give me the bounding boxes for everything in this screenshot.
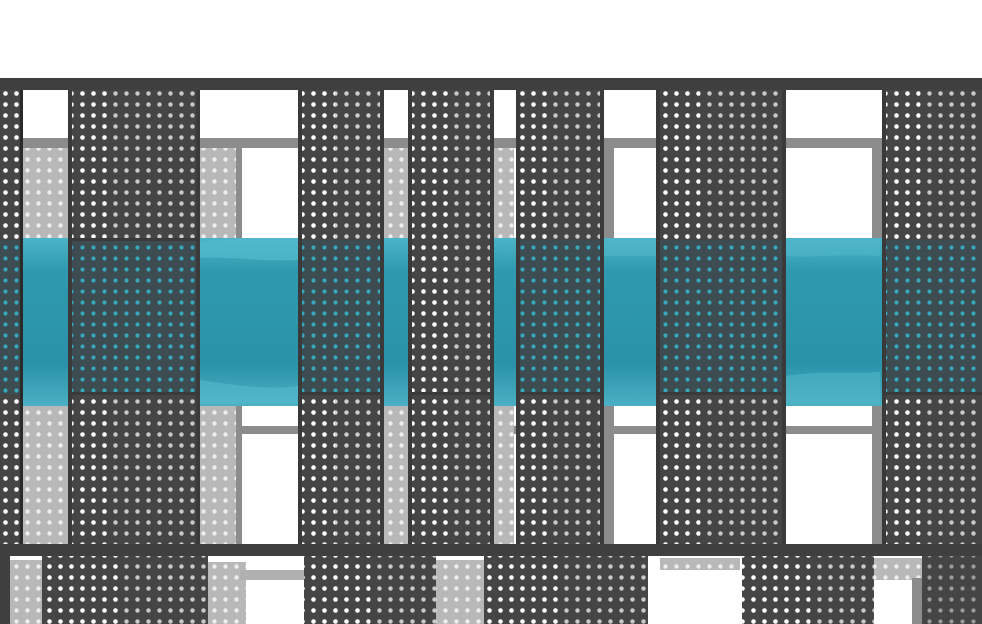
panel-5 bbox=[516, 90, 604, 544]
front-panel-layer bbox=[0, 90, 982, 544]
panel-3 bbox=[298, 90, 384, 544]
top-beam bbox=[0, 78, 982, 90]
panel-2 bbox=[68, 90, 200, 544]
bottom-beam bbox=[0, 544, 982, 556]
panel-4 bbox=[408, 90, 494, 544]
panel-7 bbox=[882, 90, 982, 544]
panel-1 bbox=[0, 90, 23, 544]
panel-6 bbox=[656, 90, 786, 544]
lower-panel-row bbox=[0, 556, 982, 624]
